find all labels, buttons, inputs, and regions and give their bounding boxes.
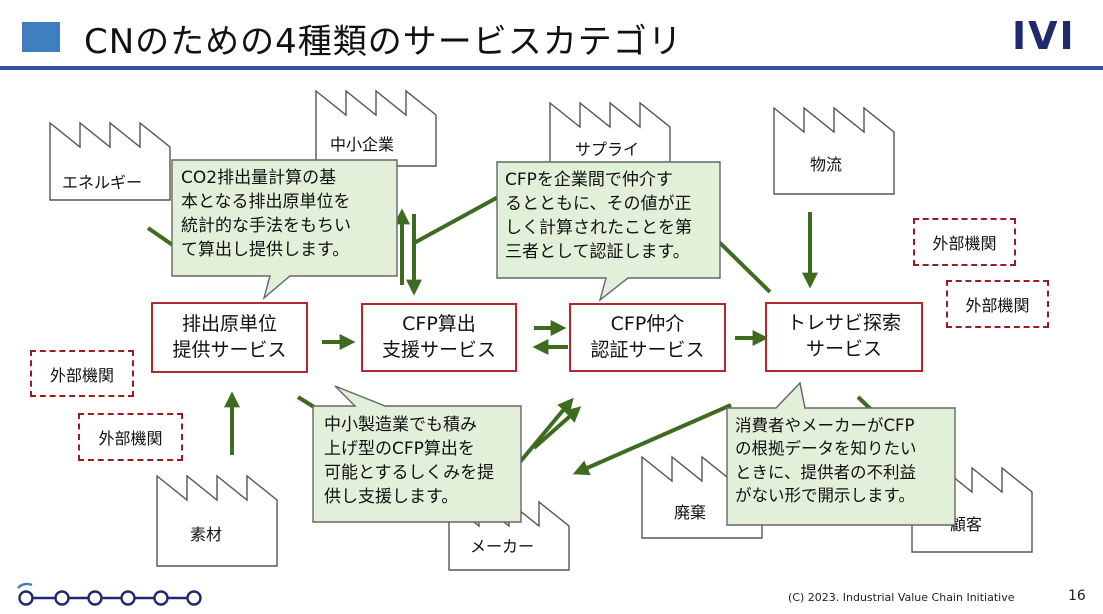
callout-co2-text: CO2排出量計算の基 本となる排出原単位を 統計的な手法をもちい て算出し提供し… (181, 168, 351, 261)
factory-sme (315, 89, 437, 167)
factory-supply (549, 101, 671, 171)
factory-energy-label: エネルギー (62, 173, 142, 192)
title-marker (22, 22, 60, 52)
callout-sme-text: 中小製造業でも積み 上げ型のCFP算出を 可能とするしくみを提 供し支援します。 (324, 415, 495, 508)
callout-consumer-text: 消費者やメーカーがCFP の根拠データを知りたい ときに、提供者の不利益 がない… (735, 416, 917, 506)
callout-cfp-text: CFPを企業間で仲介す るとともに、その値が正 しく計算されたことを第 三者とし… (505, 170, 692, 263)
arrow-maker-to-broker-2 (532, 406, 582, 450)
callout-cfp-bubble (496, 161, 721, 302)
factory-materials (156, 474, 278, 567)
arrow-line-broker-trace (713, 236, 772, 294)
factory-energy (49, 121, 171, 201)
callout-consumer-bubble (726, 381, 956, 526)
external-org-2: 外部機関 (946, 280, 1049, 328)
ivi-logo: IVI (1010, 14, 1096, 60)
factory-logistics (773, 106, 895, 195)
logo-text: IVI (1012, 14, 1076, 58)
arrow-trace-to-maker (572, 403, 732, 476)
arrow-maker-to-broker (518, 397, 574, 464)
external-org-3: 外部機関 (30, 350, 134, 397)
factory-materials-label: 素材 (190, 525, 222, 544)
page-number: 16 (1068, 588, 1086, 604)
factory-sme-label: 中小企業 (330, 135, 394, 154)
factory-supply-label: サプライ (575, 140, 639, 159)
service-traceability-search: トレサビ探索 サービス (765, 302, 923, 372)
title-rule (0, 66, 1103, 70)
callout-sme-bubble (312, 385, 522, 523)
factory-waste-label: 廃棄 (674, 503, 706, 522)
copyright-text: (C) 2023. Industrial Value Chain Initiat… (788, 591, 1015, 604)
factory-logistics-label: 物流 (810, 155, 842, 174)
callout-co2-bubble (171, 159, 398, 300)
external-org-1: 外部機関 (913, 218, 1016, 266)
chain-logo (17, 582, 202, 606)
service-emission-factor: 排出原単位 提供サービス (151, 302, 308, 373)
factory-customer-label: 顧客 (950, 515, 982, 534)
arrow-line-cfpcalc-supply (413, 194, 501, 245)
service-cfp-calculation: CFP算出 支援サービス (361, 303, 517, 372)
external-org-4: 外部機関 (78, 413, 183, 461)
page-title: CNのための4種類のサービスカテゴリ (84, 22, 683, 62)
factory-maker-label: メーカー (470, 537, 534, 556)
service-cfp-broker: CFP仲介 認証サービス (569, 303, 726, 372)
